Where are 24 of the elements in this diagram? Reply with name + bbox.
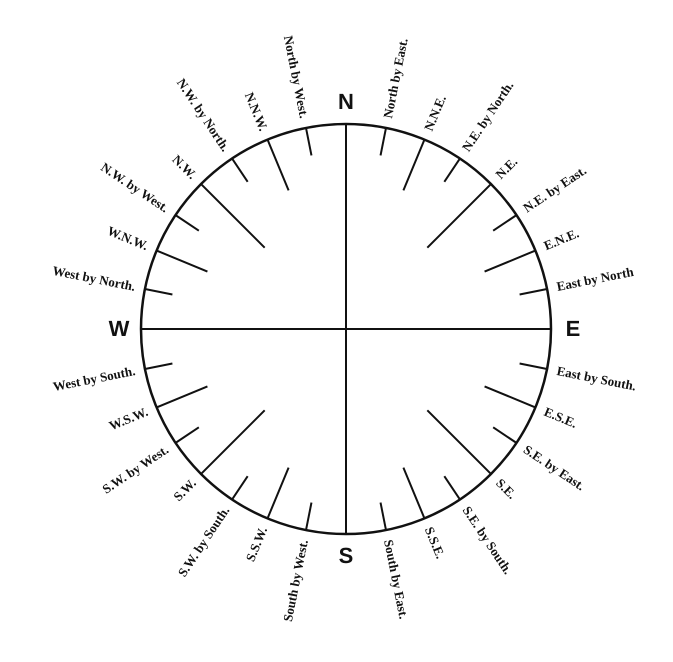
compass-point-label: East by North bbox=[555, 264, 635, 295]
cardinal-point-label: S bbox=[338, 544, 354, 568]
compass-point-label: N.E. by East. bbox=[520, 162, 590, 216]
compass-point-label: South by West. bbox=[280, 538, 312, 624]
compass-point-label: W.S.W. bbox=[106, 404, 150, 434]
compass-point-label: S.S.E. bbox=[420, 524, 448, 562]
compass-point-label: S.W. bbox=[170, 475, 200, 505]
compass-point-label: N.N.E. bbox=[420, 92, 450, 134]
compass-point-label: West by South. bbox=[52, 363, 137, 396]
cardinal-point-label: E bbox=[566, 317, 580, 341]
compass-point-label: S.E. bbox=[492, 475, 520, 503]
compass-point-label: North by West. bbox=[280, 34, 312, 120]
compass-point-label: S.W. by West. bbox=[99, 442, 172, 498]
compass-point-label: S.S.W. bbox=[242, 524, 272, 564]
compass-point-label: West by North. bbox=[51, 262, 137, 295]
compass-point-label: E.S.E. bbox=[542, 404, 580, 432]
compass-point-label: North by East. bbox=[380, 36, 412, 120]
compass-point-label: S.E. by East. bbox=[520, 442, 588, 494]
compass-point-label: E.N.E. bbox=[542, 225, 582, 254]
compass-point-label: East by South. bbox=[555, 363, 638, 394]
cardinal-point-label: N bbox=[338, 90, 354, 114]
compass-point-label: N.E. bbox=[492, 154, 522, 183]
compass-point-label: South by East. bbox=[380, 538, 412, 620]
cardinal-point-label: W bbox=[108, 317, 130, 341]
